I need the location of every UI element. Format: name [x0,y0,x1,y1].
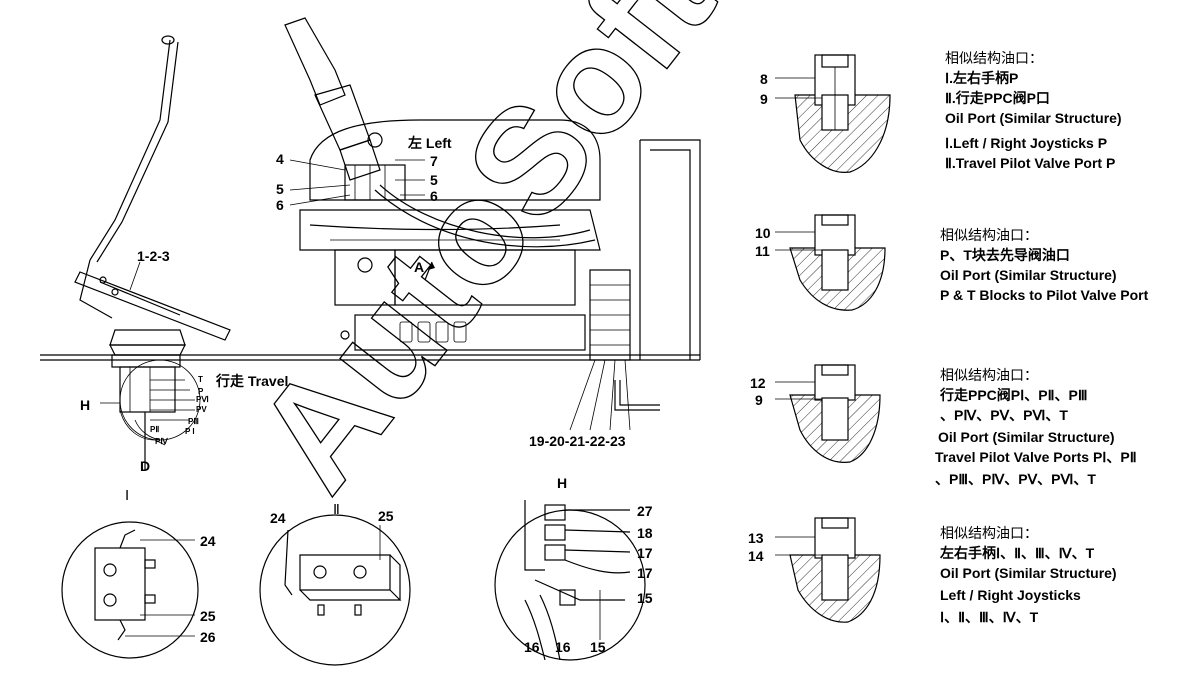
detail-II-view: Ⅱ 24 25 [259,501,411,666]
note4-line1: 相似结构油口： [940,525,1038,541]
note1-line6: Ⅱ.Travel Pilot Valve Port P [945,155,1115,171]
view-A: A [414,259,424,275]
port-P-label: P [198,387,204,396]
note4-line5: Ⅰ、Ⅱ、Ⅲ、Ⅳ、T [940,609,1039,625]
callout-9-b: 9 [755,392,763,408]
note1-line1: 相似结构油口： [945,50,1043,66]
callout-10: 10 [755,225,771,241]
callout-9-a: 9 [760,91,768,107]
note-block-3: 相似结构油口： 行走PPC阀PⅠ、PⅡ、PⅢ 、PⅣ、PⅤ、PⅥ、T Oil P… [935,367,1137,487]
callout-12: 12 [750,375,766,391]
detail-H-view: H 27 18 17 17 15 16 16 15 [494,475,653,661]
callout-6-right: 6 [430,188,438,204]
note-block-4: 相似结构油口： 左右手柄Ⅰ、Ⅱ、Ⅲ、Ⅳ、T Oil Port (Similar … [939,525,1117,625]
callout-15-a: 15 [637,590,653,606]
note2-line2: P、T块去先导阀油口 [940,247,1070,263]
detail-I-view: Ⅰ 24 25 26 [61,487,216,659]
callout-H: H [80,397,90,413]
callout-13: 13 [748,530,764,546]
port-section-2: 10 11 [755,214,886,311]
callout-1-2-3: 1-2-3 [137,248,170,264]
callout-8: 8 [760,71,768,87]
callout-D: D [140,458,150,474]
note3-line5: Travel Pilot Valve Ports PⅠ、PⅡ [935,449,1137,465]
detail-II-title: Ⅱ [333,501,340,517]
note3-line4: Oil Port (Similar Structure) [938,429,1115,445]
note-block-2: 相似结构油口： P、T块去先导阀油口 Oil Port (Similar Str… [940,227,1149,303]
note1-line5: Ⅰ.Left / Right Joysticks P [945,135,1107,151]
callout-14: 14 [748,548,764,564]
port-PV-label: PV [196,405,207,414]
autosoft-watermark: AutoSoft [223,0,745,520]
callout-16-b: 16 [555,639,571,655]
port-PI-label: P I [185,427,195,436]
travel-label: 行走 Travel [215,373,288,389]
callout-6-left: 6 [276,197,284,213]
callout-19-23: 19-20-21-22-23 [529,433,626,449]
port-T-label: T [198,375,203,384]
port-PIV-label: PⅣ [155,437,168,446]
detail-I-title: Ⅰ [125,487,129,503]
callout-leaders [100,159,425,404]
note4-line2: 左右手柄Ⅰ、Ⅱ、Ⅲ、Ⅳ、T [939,545,1095,561]
callout-15-b: 15 [590,639,606,655]
note3-line1: 相似结构油口： [940,367,1038,383]
port-section-4: 13 14 [748,517,881,623]
callout-16-a: 16 [524,639,540,655]
callout-18: 18 [637,525,653,541]
callout-25-I: 25 [200,608,216,624]
note1-line4: Oil Port (Similar Structure) [945,110,1122,126]
note3-line6: 、PⅢ、PⅣ、PⅤ、PⅥ、T [935,471,1096,487]
travel-pedal-assembly: T P PⅥ PV PⅢ P I PⅡ PⅣ [74,35,231,470]
port-section-1: 8 9 [760,54,891,173]
callout-17-b: 17 [637,565,653,581]
note2-line1: 相似结构油口： [940,227,1038,243]
callout-7: 7 [430,153,438,169]
note3-line2: 行走PPC阀PⅠ、PⅡ、PⅢ [939,387,1087,403]
callout-27: 27 [637,503,653,519]
callout-5-left: 5 [276,181,284,197]
port-PII-label: PⅡ [150,425,159,434]
callout-5-right: 5 [430,172,438,188]
port-PVI-label: PⅥ [196,395,209,404]
callout-25-II: 25 [378,508,394,524]
port-PIII-label: PⅢ [188,417,199,426]
callout-17-a: 17 [637,545,653,561]
port-section-3: 12 9 [750,364,881,463]
note3-line3: 、PⅣ、PⅤ、PⅥ、T [940,407,1068,423]
callout-11: 11 [755,243,770,259]
detail-H-title: H [557,475,567,491]
callout-24-I: 24 [200,533,216,549]
note1-line2: Ⅰ.左右手柄P [945,70,1018,86]
callout-24-II: 24 [270,510,286,526]
callout-4: 4 [276,151,284,167]
note1-line3: Ⅱ.行走PPC阀P口 [945,90,1050,106]
operator-seat-assembly [284,17,701,431]
note2-line3: Oil Port (Similar Structure) [940,267,1117,283]
note-block-1: 相似结构油口： Ⅰ.左右手柄P Ⅱ.行走PPC阀P口 Oil Port (Sim… [945,50,1122,171]
left-label: 左 Left [407,135,452,151]
note4-line3: Oil Port (Similar Structure) [940,565,1117,581]
callout-26: 26 [200,629,216,645]
note2-line4: P & T Blocks to Pilot Valve Port [940,287,1149,303]
note4-line4: Left / Right Joysticks [940,587,1081,603]
